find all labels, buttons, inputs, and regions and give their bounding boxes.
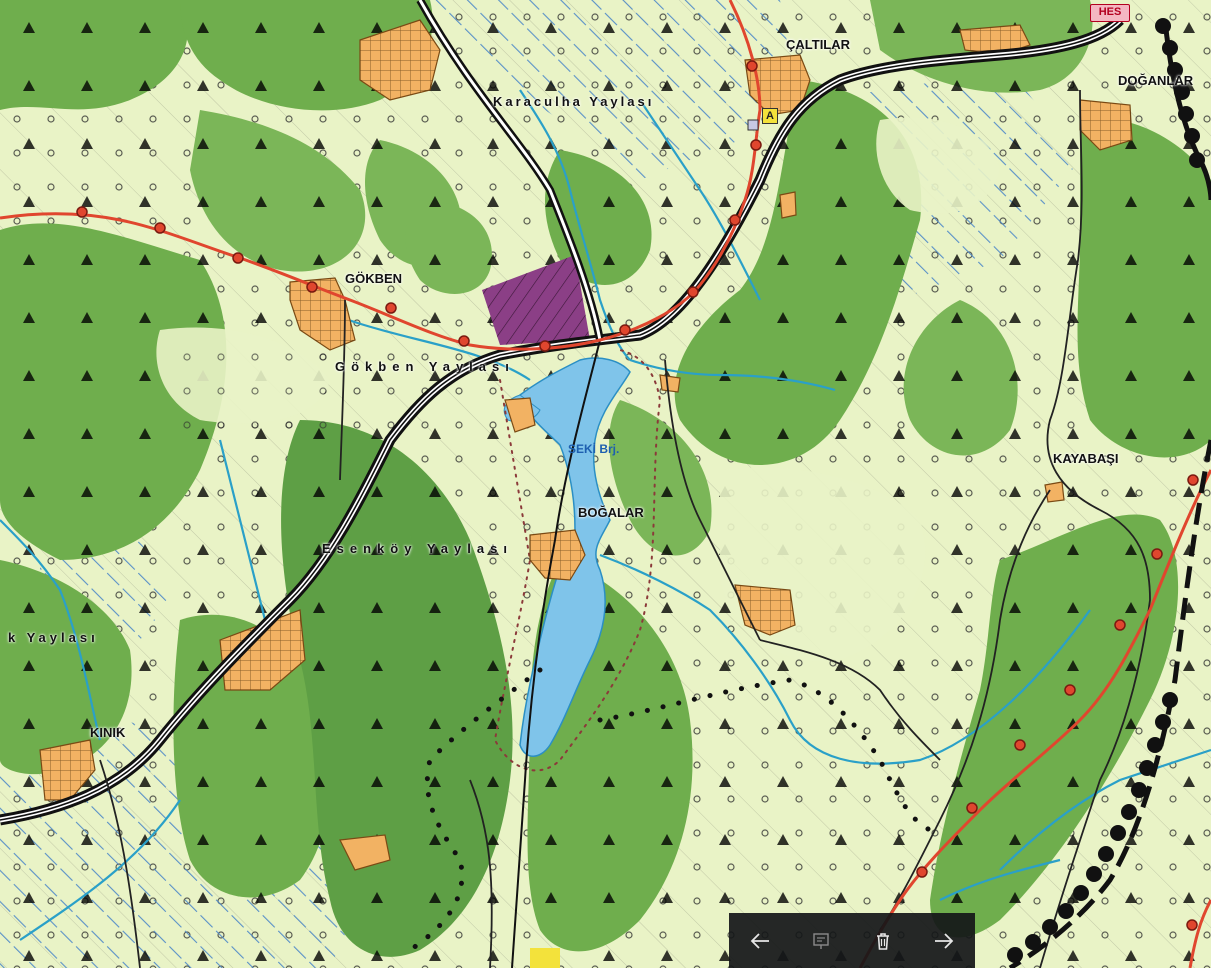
viewer-toolbar [729,913,975,968]
place-label-doganlar: DOĞANLAR [1118,73,1194,88]
prev-button[interactable] [740,921,780,961]
place-label-caltilar: ÇALTILAR [786,37,851,52]
boundary-dots [1007,18,1205,963]
info-button[interactable] [801,921,841,961]
settlements [39,19,1133,871]
place-label-gokben: GÖKBEN [345,271,403,286]
place-label-bogalar: BOĞALAR [578,505,644,520]
hes-badge: HES [1090,4,1130,22]
secondary-roads [99,89,1151,968]
place-label-kayabasi: KAYABAŞI [1053,451,1119,466]
purple-zone [482,255,590,345]
trash-icon [876,932,889,950]
arrow-left-icon [750,932,769,949]
yayla-label-kinik: k Yaylası [8,630,99,645]
highway [0,0,1124,968]
place-label-kinik: KINIK [90,725,126,740]
delete-button[interactable] [863,921,903,961]
next-button[interactable] [924,921,964,961]
power-poles [76,60,1199,931]
yayla-label-gokben: Gökben Yaylası [335,359,515,374]
a-marker-badge: A [762,108,778,124]
arrow-right-icon [935,932,954,949]
yayla-label-esenkoy: Esenköy Yaylası [322,541,513,556]
dam-label: SEKİ Brj. [568,442,620,456]
province-boundary [1008,19,1211,968]
slides-icon [813,932,829,949]
yayla-label-karaculha: Karaculha Yaylası [493,94,655,109]
trail-dots [407,667,933,953]
